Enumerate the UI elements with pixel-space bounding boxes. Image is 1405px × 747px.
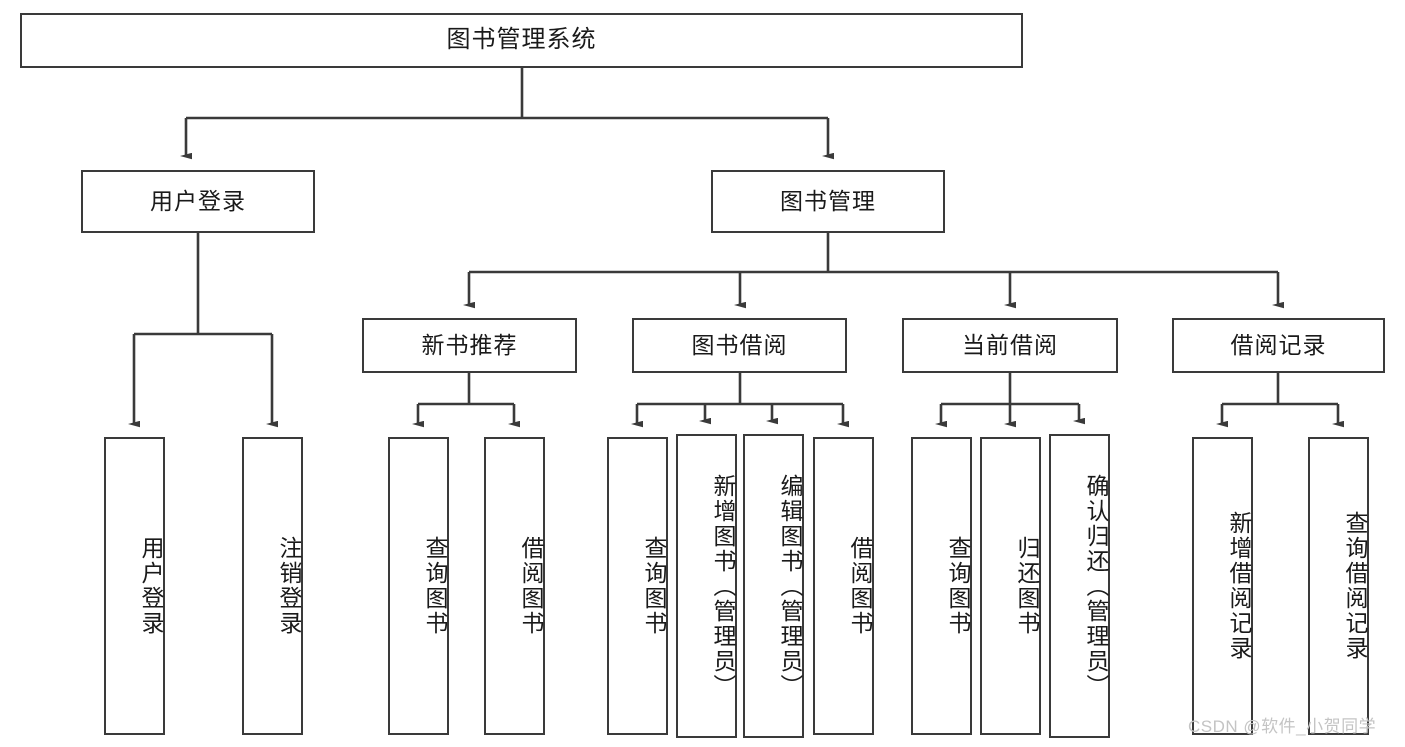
node-leaf-user-login[interactable]: 用户登录 (104, 437, 165, 735)
node-leaf-edit-book[interactable]: 编辑图书（管理员） (743, 434, 804, 738)
node-leaf-confirm-return[interactable]: 确认归还（管理员） (1049, 434, 1110, 738)
node-leaf-query-record-label: 查询借阅记录 (1342, 511, 1368, 661)
node-leaf-query-book-3-label: 查询图书 (945, 536, 971, 636)
node-leaf-user-login-label: 用户登录 (138, 536, 164, 636)
node-current-borrow[interactable]: 当前借阅 (902, 318, 1118, 373)
node-root-book-management-system[interactable]: 图书管理系统 (20, 13, 1023, 68)
node-leaf-query-book-3[interactable]: 查询图书 (911, 437, 972, 735)
node-leaf-query-book-2[interactable]: 查询图书 (607, 437, 668, 735)
node-new-book-recommend-label: 新书推荐 (421, 331, 518, 358)
node-leaf-return-book[interactable]: 归还图书 (980, 437, 1041, 735)
node-leaf-query-record[interactable]: 查询借阅记录 (1308, 437, 1369, 735)
node-leaf-borrow-book-1[interactable]: 借阅图书 (484, 437, 545, 735)
node-borrow-record-label: 借阅记录 (1230, 331, 1327, 358)
node-book-manage-label: 图书管理 (780, 187, 876, 214)
node-leaf-return-book-label: 归还图书 (1014, 536, 1040, 636)
node-book-manage[interactable]: 图书管理 (711, 170, 945, 233)
node-leaf-borrow-book-2[interactable]: 借阅图书 (813, 437, 874, 735)
csdn-watermark: CSDN @软件_小贺同学 (1188, 717, 1377, 736)
node-leaf-query-book-2-label: 查询图书 (641, 536, 667, 636)
node-leaf-confirm-return-label: 确认归还（管理员） (1083, 473, 1109, 699)
node-leaf-query-book-1[interactable]: 查询图书 (388, 437, 449, 735)
node-user-login[interactable]: 用户登录 (81, 170, 315, 233)
node-leaf-borrow-book-1-label: 借阅图书 (518, 536, 544, 636)
node-borrow-record[interactable]: 借阅记录 (1172, 318, 1385, 373)
node-leaf-logout-login[interactable]: 注销登录 (242, 437, 303, 735)
node-leaf-edit-book-label: 编辑图书（管理员） (777, 473, 803, 699)
node-leaf-add-record[interactable]: 新增借阅记录 (1192, 437, 1253, 735)
node-leaf-add-book-label: 新增图书（管理员） (710, 473, 736, 699)
node-leaf-logout-login-label: 注销登录 (276, 536, 302, 636)
node-leaf-query-book-1-label: 查询图书 (422, 536, 448, 636)
node-leaf-add-record-label: 新增借阅记录 (1226, 511, 1252, 661)
node-leaf-add-book[interactable]: 新增图书（管理员） (676, 434, 737, 738)
node-current-borrow-label: 当前借阅 (962, 331, 1058, 358)
node-root-label: 图书管理系统 (446, 26, 597, 54)
node-leaf-borrow-book-2-label: 借阅图书 (847, 536, 873, 636)
node-user-login-label: 用户登录 (150, 187, 246, 214)
node-book-borrow-label: 图书借阅 (691, 331, 788, 358)
node-book-borrow[interactable]: 图书借阅 (632, 318, 847, 373)
node-new-book-recommend[interactable]: 新书推荐 (362, 318, 577, 373)
